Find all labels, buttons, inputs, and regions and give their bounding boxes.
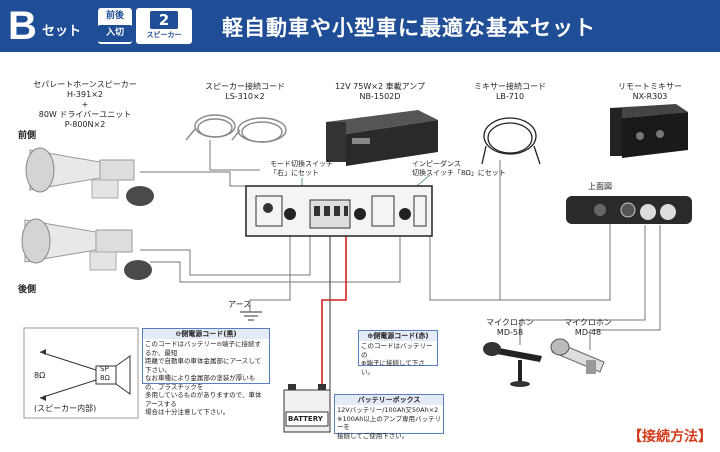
ground-wire xyxy=(249,236,291,312)
speaker-label: セパレートホーンスピーカー H-391×2 + 80W ドライバーユニット P-… xyxy=(20,80,150,130)
speaker-cord-link xyxy=(209,140,260,171)
mixer-label: リモートミキサー NX-R303 xyxy=(600,82,700,102)
badge-sub: スピーカー xyxy=(146,31,182,39)
plus-power-note: ⊕側電源コード(赤) このコードはバッテリーの ⊕端子に接続して下さい。 xyxy=(358,330,438,376)
impedance-switch-note: インピーダンス 切換スイッチ「8Ω」にセット xyxy=(412,160,506,178)
badge-num: 2 xyxy=(150,11,178,29)
mic2-label: マイクロホン MD-48 xyxy=(548,318,628,338)
mixer-cord-name: ミキサー接続コード xyxy=(474,82,546,91)
minus-note-l1: このコードはバッテリー⊖端子に接続するか、最短 xyxy=(145,340,261,357)
speaker-schematic-inset xyxy=(23,327,139,419)
amp-name: 12V 75W×2 車載アンプ xyxy=(334,82,426,91)
mic2-cable xyxy=(589,225,661,350)
speaker-cord-icon xyxy=(185,114,287,143)
mode-note-1: モード切換スイッチ xyxy=(270,160,333,168)
mic2-model: MD-48 xyxy=(574,328,602,337)
mic1-label: マイクロホン MD-58 xyxy=(470,318,550,338)
mic2-name: マイクロホン xyxy=(564,318,612,327)
driver-model: P-800N×2 xyxy=(64,120,106,129)
amplifier-icon xyxy=(326,110,438,166)
set-letter: B xyxy=(8,4,37,48)
battery-icon xyxy=(283,384,331,433)
front-rear-badge: 前後 入切 xyxy=(98,8,132,44)
top-view-label: 上面図 xyxy=(588,182,612,191)
mixer-cord-label: ミキサー接続コード LB-710 xyxy=(460,82,560,102)
minus-note-l3: なお車種により金属部の塗装が厚いもの、プラスチックを xyxy=(145,374,256,391)
driver-type: 80W ドライバーユニット xyxy=(38,110,132,119)
plus-power-wire xyxy=(321,236,347,394)
remote-mixer-icon xyxy=(610,104,688,158)
battery-l3: 接続してご使用下さい。 xyxy=(337,431,409,440)
mic1-name: マイクロホン xyxy=(486,318,534,327)
rear-speaker-wire xyxy=(140,236,311,276)
inset-caption: (スピーカー内部) xyxy=(34,404,97,413)
mic1-cable xyxy=(519,225,646,345)
mic1-model: MD-58 xyxy=(496,328,524,337)
cord-model: LS-310×2 xyxy=(225,92,265,101)
speaker-model: H-391×2 xyxy=(67,90,103,99)
minus-note-head: ⊖側電源コード(黒) xyxy=(143,329,269,339)
front-label: 前側 xyxy=(18,131,37,141)
page-title: 軽自動車や小型車に最適な基本セット xyxy=(222,16,596,40)
badge-top: 前後 xyxy=(105,11,124,21)
front-horn-speaker-icon xyxy=(25,147,154,206)
microphone-md48-icon xyxy=(550,338,605,374)
imp-note-1: インピーダンス xyxy=(412,160,461,168)
mixer-name: リモートミキサー xyxy=(618,82,682,91)
amp-rear-panel xyxy=(245,185,433,237)
inset-ohm-in: 8Ω xyxy=(100,374,110,382)
imp-note-2: 切換スイッチ「8Ω」にセット xyxy=(412,169,506,177)
battery-box-note: バッテリーボックス 12Vバッテリー/100Ah又50Ah×2 ※100Ah以上… xyxy=(334,394,444,440)
inset-sp: SP xyxy=(100,365,109,373)
mode-switch-note: モード切換スイッチ 「右」にセット xyxy=(270,160,333,178)
mixer-cord-wire xyxy=(429,160,501,301)
battery-l1: 12Vバッテリー/100Ah又50Ah×2 xyxy=(337,406,439,414)
amp-model: NB-1502D xyxy=(359,92,401,101)
minus-note-l5: 場合は十分注意して下さい。 xyxy=(145,408,230,416)
battery-label: BATTERY xyxy=(288,415,323,423)
minus-note-body: このコードはバッテリー⊖端子に接続するか、最短 距離で自動車の車体金属部にアース… xyxy=(143,339,269,418)
rear-label: 後側 xyxy=(18,285,37,295)
minus-note-l2: 距離で自動車の車体金属部にアースして下さい。 xyxy=(145,357,262,374)
mixer-top-view xyxy=(566,196,692,224)
mixer-cord-icon xyxy=(481,117,541,165)
plus-note-l1: このコードはバッテリーの xyxy=(361,342,433,359)
plus-note-head: ⊕側電源コード(赤) xyxy=(359,331,437,341)
rear-horn-speaker-icon xyxy=(21,218,152,280)
plus-sign: + xyxy=(81,100,89,109)
mixer-model: NX-R303 xyxy=(632,92,668,101)
battery-box-head: バッテリーボックス xyxy=(335,395,443,405)
microphone-md58-icon xyxy=(483,342,542,387)
mixer-cord-model: LB-710 xyxy=(495,92,525,101)
amp-label: 12V 75W×2 車載アンプ NB-1502D xyxy=(320,82,440,102)
badge-bottom: 入切 xyxy=(98,25,132,42)
inset-ohm: 8Ω xyxy=(34,371,46,380)
front-speaker-wire xyxy=(140,171,250,187)
mixer-link-wire xyxy=(429,220,611,301)
ground-icon xyxy=(240,311,262,321)
battery-l2: ※100Ah以上のアンプ専用バッテリーを xyxy=(337,414,441,432)
rear-speaker-wire-2 xyxy=(150,236,401,283)
plus-note-l2: ⊕端子に接続して下さい。 xyxy=(361,359,425,376)
mode-note-2: 「右」にセット xyxy=(270,169,319,177)
speaker-count-badge: 2 スピーカー xyxy=(136,8,192,44)
speaker-type: セパレートホーンスピーカー xyxy=(33,80,137,89)
ground-label: アース xyxy=(228,300,252,309)
battery-box-body: 12Vバッテリー/100Ah又50Ah×2 ※100Ah以上のアンプ専用バッテリ… xyxy=(335,405,443,441)
plus-note-body: このコードはバッテリーの ⊕端子に接続して下さい。 xyxy=(359,341,437,377)
minus-note-l4: 多用しているものがありますので、車体アースする xyxy=(145,391,262,408)
connection-method-label: 【接続方法】 xyxy=(628,429,712,445)
cord-name: スピーカー接続コード xyxy=(205,82,285,91)
minus-power-note: ⊖側電源コード(黒) このコードはバッテリー⊖端子に接続するか、最短 距離で自動… xyxy=(142,328,270,416)
set-word: セット xyxy=(42,24,82,39)
speaker-cord-label: スピーカー接続コード LS-310×2 xyxy=(190,82,300,102)
